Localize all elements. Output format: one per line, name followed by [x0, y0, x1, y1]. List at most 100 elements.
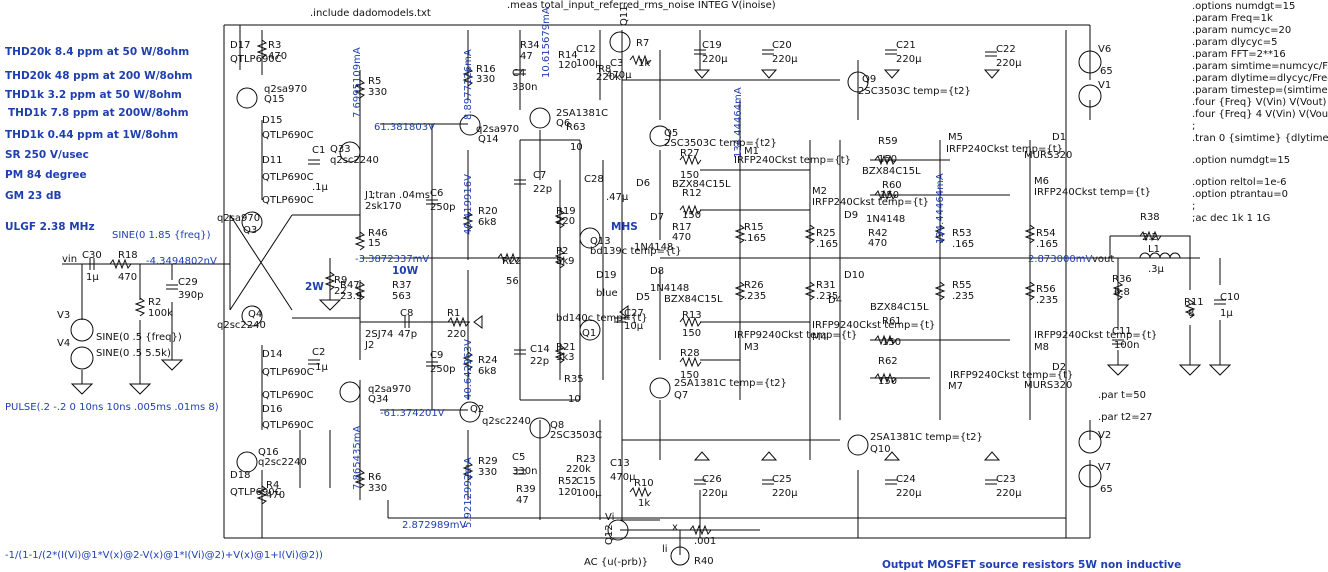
- label-components-m1v: IRFP240Ckst temp={t}: [734, 155, 851, 166]
- label-voltages-1-text: 61.381803V: [374, 122, 435, 133]
- label-components-c8v: 47p: [398, 329, 417, 340]
- notes-left: THD20k 8.4 ppm at 50 W/8ohm THD20k 48 pp…: [5, 46, 193, 233]
- label-components-bzx4: BZX84C15L: [870, 302, 929, 313]
- label-components-q33: Q33: [330, 144, 351, 155]
- label-components-q5v: 2SC3503C temp={t2}: [664, 138, 777, 149]
- label-components-r56: R56: [1036, 284, 1056, 295]
- label-params_temp-1: .par t2=27: [1098, 412, 1152, 423]
- label-components-q3: Q3: [243, 225, 257, 236]
- label-components-r12v: 150: [682, 210, 701, 221]
- footer-note: Output MOSFET source resistors 5W non in…: [882, 559, 1181, 571]
- label-components-n4148c: 1N4148: [866, 214, 905, 225]
- label-directives_right-1: .param Freq=1k: [1192, 13, 1273, 24]
- label-components-n4148b: 1N4148: [650, 283, 689, 294]
- label-components-c27: C27: [624, 308, 644, 319]
- label-components-r25: R25: [816, 228, 836, 239]
- label-components-c19: C19: [702, 40, 722, 51]
- label-components-q7v: 2SA1381C temp={t2}: [674, 378, 787, 389]
- label-components-r10: R10: [634, 478, 654, 489]
- label-components-r60: R60: [882, 180, 902, 191]
- label-components-r26: R26: [744, 280, 764, 291]
- label-sources-v3_line2: SINE(0 .5 5.5k): [96, 348, 171, 359]
- label-components-r4: R4: [266, 480, 279, 491]
- label-components-bzx2: BZX84C15L: [664, 294, 723, 305]
- label-nodes-x: x: [672, 522, 678, 533]
- ground-symbols: [70, 69, 1232, 461]
- label-components-d18: D18: [230, 470, 250, 481]
- label-components-c7v: 22p: [533, 184, 552, 195]
- label-components-r47v: 23.9: [340, 291, 362, 302]
- label-components-r36: R36: [1112, 274, 1132, 285]
- label-components-d2v: MURS320: [1024, 380, 1072, 391]
- label-components-q6v: 2SA1381C: [556, 108, 608, 119]
- label-components-d5: D5: [636, 292, 650, 303]
- label-components-r46: R46: [368, 228, 388, 239]
- label-components-d2: D2: [1052, 362, 1066, 373]
- label-components-r20: R20: [478, 206, 498, 217]
- label-directives_right-8: .four {Freq} V(Vin) V(Vout): [1192, 97, 1327, 108]
- label-components-r47: R47: [340, 280, 360, 291]
- label-components-r31: R31: [816, 280, 836, 291]
- label-components-q2sa970b: q2sa970: [217, 213, 260, 224]
- label-components-q7: Q7: [674, 390, 688, 401]
- label-components-m2v: IRFP240Ckst temp={t}: [812, 197, 929, 208]
- label-sources-v3_line1: SINE(0 .5 {freq}): [96, 332, 182, 343]
- label-components-qtlp1: QTLP690C: [230, 54, 282, 65]
- label-components-d1: D1: [1052, 132, 1066, 143]
- label-sources-rail_neg: 65: [1100, 484, 1113, 495]
- label-components-qtlp7: QTLP690C: [262, 420, 314, 431]
- label-components-q10: Q10: [870, 444, 891, 455]
- label-directives_right-2: .param numcyc=20: [1192, 25, 1291, 36]
- label-voltages-5-text: 2.872989mV: [402, 520, 466, 531]
- label-directives_right-15: .option reltol=1e-6: [1192, 177, 1286, 188]
- label-components-r42: R42: [868, 228, 888, 239]
- label-components-r15v: .165: [744, 233, 766, 244]
- label-components-d8: D8: [650, 266, 664, 277]
- label-components-d7: D7: [650, 212, 664, 223]
- label-components-r53: R53: [952, 228, 972, 239]
- transistor-symbols: [236, 31, 869, 541]
- label-directives_right-11: .tran 0 {simtime} {dlytime} {tim: [1192, 133, 1328, 144]
- label-components-c12v: 100µ: [576, 58, 602, 69]
- label-components-q5: Q5: [664, 128, 678, 139]
- label-components-c7: C7: [533, 170, 546, 181]
- label-components-r10v: 1k: [638, 498, 650, 509]
- directives-top: .include dadomodels.txt .meas total_inpu…: [310, 0, 776, 201]
- label-directives_right-9: .four {Freq} 4 V(Vin) V(Vout): [1192, 109, 1328, 120]
- label-components-c12: C12: [576, 44, 596, 55]
- label-components-c23: C23: [996, 474, 1016, 485]
- label-components-d17: D17: [230, 40, 250, 51]
- label-components-r34: R34: [520, 40, 540, 51]
- label-components-c4: C4: [512, 68, 525, 79]
- label-components-d4: D4: [828, 295, 842, 306]
- label-components-m7: M7: [948, 381, 963, 392]
- label-voltages-11-text: 7.865435mA: [352, 426, 363, 490]
- label-components-c20: C20: [772, 40, 792, 51]
- label-components-r60v: 150: [880, 190, 899, 201]
- label-components-q15: Q15: [264, 94, 285, 105]
- label-components-r52: R52: [558, 476, 578, 487]
- label-voltages-9-text: 8.8977126mA: [463, 49, 474, 120]
- label-nodes-vi: Vi: [605, 512, 614, 523]
- label-sources-v7: V7: [1098, 462, 1111, 473]
- label-components-n4148a: 1N4148: [634, 242, 673, 253]
- label-components-q2sc2240d: q2sc2240: [482, 416, 531, 427]
- label-components-r13: R13: [682, 310, 702, 321]
- label-components-r29v: 330: [478, 467, 497, 478]
- note-ulgf: ULGF 2.38 MHz: [5, 221, 95, 233]
- label-directives_right-10: ;: [1192, 121, 1195, 132]
- label-components-c23v: 220µ: [996, 488, 1022, 499]
- label-components-r9: R9: [334, 275, 347, 286]
- label-components-r16: R16: [476, 64, 496, 75]
- label-components-qtlp6: QTLP690C: [262, 390, 314, 401]
- label-components-r5: R5: [368, 76, 381, 87]
- label-voltages-2-text: -61.374201V: [380, 408, 445, 419]
- label-params_temp-0: .par t=50: [1098, 390, 1146, 401]
- label-components-r38v: 2.2: [1142, 232, 1158, 243]
- label-components-q2sa970d: q2sa970: [476, 124, 519, 135]
- inductor-symbol: [1139, 252, 1181, 259]
- label-components-m3v: IRFP9240Ckst temp={t}: [734, 330, 857, 341]
- label-components-r63v: 10: [570, 142, 583, 153]
- label-components-c3: C3: [610, 58, 623, 69]
- label-components-c15v: 100µ: [576, 488, 602, 499]
